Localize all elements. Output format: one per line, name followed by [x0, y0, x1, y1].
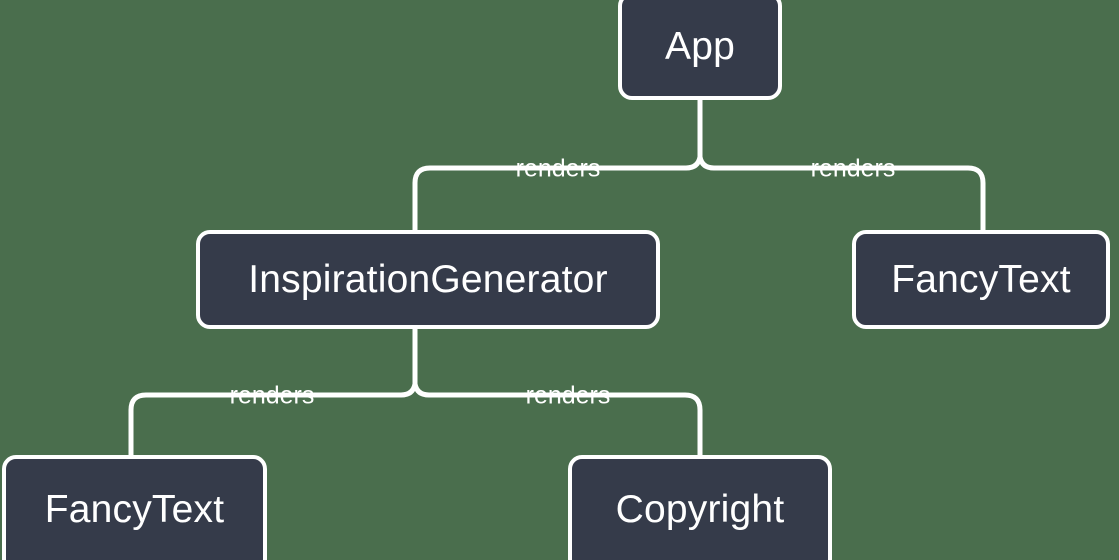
node-app-label: App — [665, 24, 735, 68]
node-inspiration-generator-label: InspirationGenerator — [248, 258, 608, 301]
edge-label-app-inspiration: renders — [515, 154, 601, 183]
edge-label-inspiration-fancytext: renders — [229, 381, 315, 410]
node-fancytext-bottom-label: FancyText — [44, 488, 225, 531]
edge-label-app-fancytext: renders — [810, 154, 896, 183]
node-fancytext-bottom[interactable]: FancyText — [2, 455, 267, 560]
node-copyright[interactable]: Copyright — [568, 455, 832, 560]
node-fancytext-right-label: FancyText — [891, 258, 1071, 301]
node-inspiration-generator[interactable]: InspirationGenerator — [196, 230, 660, 329]
node-copyright-label: Copyright — [615, 488, 785, 531]
edge-label-inspiration-copyright: renders — [525, 381, 611, 410]
node-app[interactable]: App — [618, 0, 782, 100]
node-fancytext-right[interactable]: FancyText — [852, 230, 1110, 329]
